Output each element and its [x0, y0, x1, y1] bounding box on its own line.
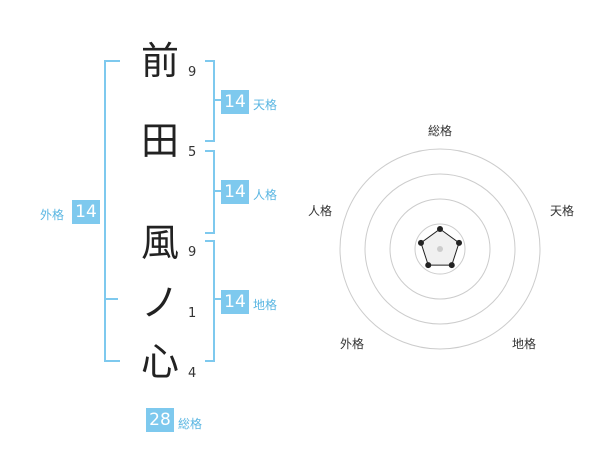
chikaku-bracket [205, 240, 215, 362]
jinkaku-connector [215, 190, 221, 192]
soukaku-label: 総格 [178, 417, 203, 431]
radar-point-4 [425, 262, 432, 269]
radar-polygon-group [417, 226, 463, 269]
chikaku-connector [215, 298, 221, 300]
radar-axis-label-chikaku: 地格 [512, 337, 537, 351]
tenkaku-label: 天格 [253, 98, 278, 112]
soukaku-value-badge: 28 [146, 408, 174, 432]
tenkaku-bracket [205, 60, 215, 142]
chikaku-label: 地格 [253, 298, 278, 312]
radar-point-1 [437, 226, 443, 232]
radar-axis-label-jinkaku: 人格 [308, 204, 333, 218]
stroke-count-1: 9 [188, 65, 197, 80]
name-char-2: 田 [140, 119, 179, 163]
chikaku-value-badge: 14 [221, 290, 249, 314]
name-char-4: ノ [140, 281, 179, 325]
stroke-count-2: 5 [188, 145, 197, 160]
jinkaku-bracket [205, 150, 215, 234]
radar-ring-2 [389, 198, 491, 300]
radar-center-point [437, 246, 443, 252]
radar-point-3 [448, 262, 455, 269]
jinkaku-value-badge: 14 [221, 180, 249, 204]
name-char-5: 心 [140, 340, 179, 384]
name-char-1: 前 [140, 39, 179, 83]
name-char-3: 風 [140, 221, 179, 265]
stroke-count-5: 4 [188, 366, 197, 381]
radar-ring-3 [364, 173, 516, 325]
gaikaku-bracket-tick [106, 298, 118, 300]
radar-rings [339, 148, 541, 350]
jinkaku-label: 人格 [253, 188, 278, 202]
radar-point-2 [456, 239, 463, 246]
stroke-count-3: 9 [188, 245, 197, 260]
radar-axis-label-gaikaku: 外格 [340, 337, 365, 351]
gaikaku-bracket [104, 60, 120, 362]
tenkaku-connector [215, 99, 221, 101]
radar-point-5 [417, 239, 424, 246]
radar-axis-label-tenkaku: 天格 [550, 204, 575, 218]
gaikaku-value-badge: 14 [72, 200, 100, 224]
gaikaku-label: 外格 [40, 208, 65, 222]
radar-ring-4 [339, 148, 541, 350]
stroke-count-4: 1 [188, 306, 197, 321]
radar-axis-label-soukaku: 総格 [428, 124, 453, 138]
radar-ring-1 [414, 223, 466, 275]
tenkaku-value-badge: 14 [221, 90, 249, 114]
